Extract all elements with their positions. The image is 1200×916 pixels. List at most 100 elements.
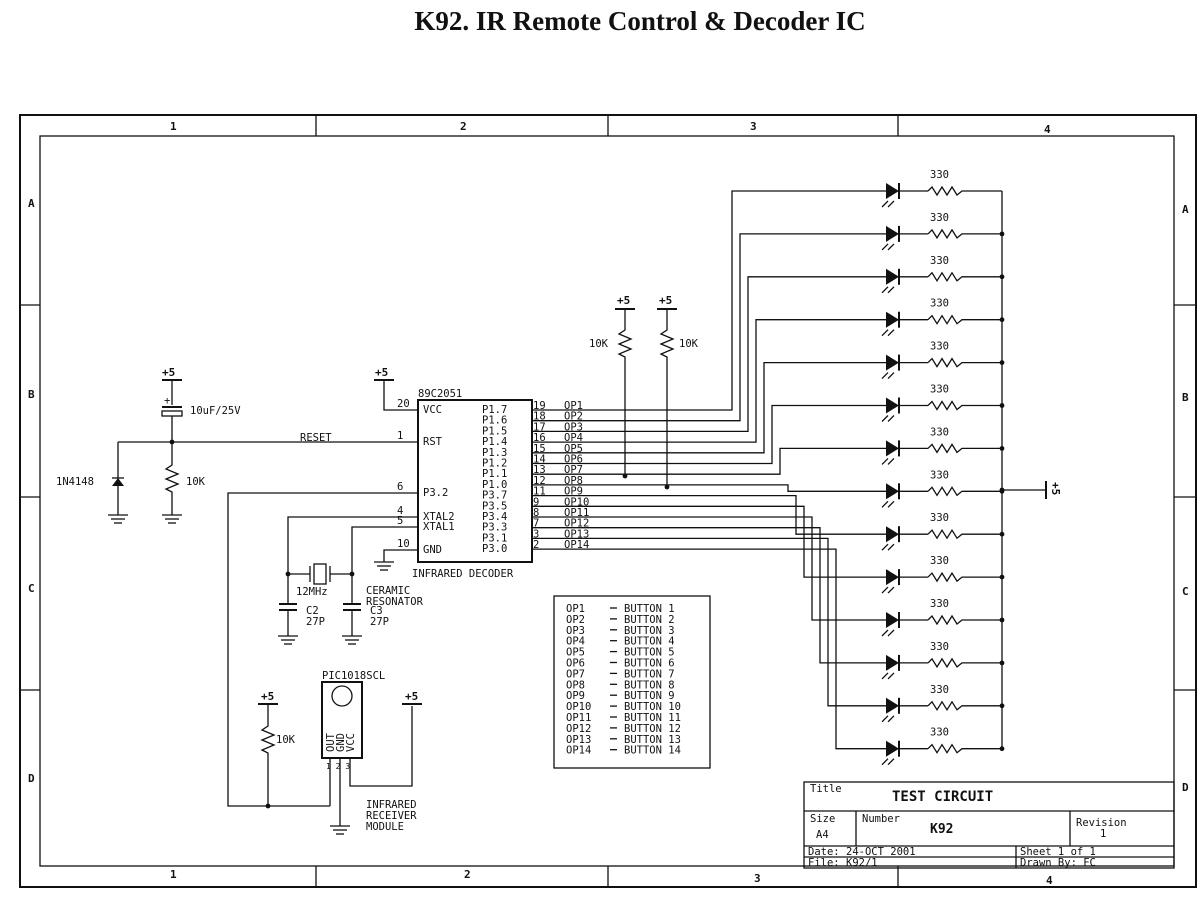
net-trace (532, 516, 886, 621)
led-channel: 330 (881, 341, 1005, 380)
number-value: K92 (930, 822, 953, 837)
led-resistor (927, 614, 1002, 626)
ic-pin-name: P1.2 (482, 458, 507, 470)
ic-pin-name: P3.5 (482, 500, 507, 512)
net-trace (532, 537, 886, 707)
ic-pin-name: P1.5 (482, 425, 507, 437)
net-trace (532, 190, 886, 411)
legend-button: BUTTON 11 (624, 712, 681, 724)
led-resistor (927, 657, 1002, 669)
receiver-pin-numbers: 1 2 3 (326, 762, 350, 771)
net-label: OP9 (564, 486, 583, 498)
col-label-3-bottom: 3 (754, 872, 761, 885)
ic-pin-number: 15 (533, 443, 546, 455)
receiver-part-label: PIC1018SCL (322, 670, 385, 682)
led-light-arrow (881, 457, 895, 465)
row-label-b: B (28, 388, 35, 401)
led-resistor-label: 330 (930, 255, 949, 267)
led-channel: 330 (881, 469, 1005, 508)
led-diode (886, 397, 899, 414)
led-diode (886, 569, 899, 586)
c3-value: 27P (370, 616, 389, 628)
led-light-arrow (881, 243, 895, 251)
led-channel: 330 (881, 212, 1005, 251)
legend-button: BUTTON 3 (624, 625, 675, 637)
net-trace (532, 233, 886, 422)
legend-button: BUTTON 7 (624, 668, 675, 680)
led-resistor-label: 330 (930, 384, 949, 396)
pullup1-label: 10K (589, 338, 609, 350)
row-label-c-right: C (1182, 585, 1189, 598)
led-resistor (927, 443, 1002, 454)
led-diode (886, 740, 899, 757)
crystal-circuit: 12MHz CERAMIC RESONATOR C2 27P C3 27P (278, 516, 424, 645)
led-channel: 330 (881, 598, 1005, 637)
led-channel: 330 (881, 555, 1005, 594)
ic-pin-name: GND (423, 544, 442, 556)
led-resistor (927, 486, 1002, 497)
col-label-4: 4 (1044, 123, 1051, 136)
ic-pin-number: 14 (533, 454, 546, 466)
reset-circuit: +5 + 10uF/25V RESET 10K 1N4148 +5 (56, 366, 418, 571)
row-label-a-right: A (1182, 203, 1189, 216)
legend-button: BUTTON 13 (624, 734, 681, 746)
revision-value: 1 (1100, 828, 1106, 840)
crystal-label: 12MHz (296, 586, 328, 598)
row-label-d-right: D (1182, 781, 1189, 794)
date-label: Date: (808, 846, 840, 858)
ic-part-number: 89C2051 (418, 388, 462, 400)
led-resistor-label: 330 (930, 727, 949, 739)
net-trace (532, 361, 886, 454)
ic-pin-number: 16 (533, 432, 546, 444)
ic-pin-number: 6 (397, 481, 403, 493)
net-trace (532, 548, 886, 750)
net-label: OP11 (564, 507, 589, 519)
drawn-by-value: Drawn By: FC (1020, 857, 1096, 869)
led-channel: 330 (881, 255, 1005, 294)
led-light-arrow (881, 329, 895, 337)
cap-polarity-mark: + (164, 395, 170, 407)
net-label: OP4 (564, 432, 583, 444)
col-label-4-bottom: 4 (1046, 874, 1053, 887)
net-label: OP14 (564, 539, 589, 551)
receiver-label-2: RECEIVER (366, 810, 417, 822)
led-light-arrow (881, 715, 895, 723)
ic-pin-number: 18 (533, 411, 546, 423)
net-label: OP12 (564, 518, 589, 530)
legend-net: OP7 (566, 668, 585, 680)
legend-button: BUTTON 4 (624, 636, 675, 648)
ic-pin-number: 8 (533, 507, 539, 519)
led-resistor-label: 330 (930, 341, 949, 353)
legend-net: OP14 (566, 745, 591, 757)
ic-pin-number: 7 (533, 518, 539, 530)
date-value: 24-OCT 2001 (846, 846, 916, 858)
led-resistor-label: 330 (930, 298, 949, 310)
title-label: Title (810, 783, 842, 795)
net-trace (532, 505, 886, 578)
legend-button: BUTTON 8 (624, 679, 675, 691)
vcc-label-ic: +5 (375, 366, 388, 379)
receiver-label-3: MODULE (366, 821, 404, 833)
page-title: K92. IR Remote Control & Decoder IC (414, 6, 866, 36)
led-resistor-label: 330 (930, 212, 949, 224)
net-trace (532, 447, 886, 475)
legend-net: OP3 (566, 625, 585, 637)
receiver-pin-vcc: VCC (345, 733, 357, 752)
led-diode (886, 268, 899, 285)
led-resistor (927, 528, 1002, 540)
resonator-label-2: RESONATOR (366, 596, 424, 608)
ic-pin-number: 12 (533, 475, 546, 487)
led-diode (886, 526, 899, 543)
led-resistor-label: 330 (930, 426, 949, 438)
net-label: OP8 (564, 475, 583, 487)
led-diode (886, 225, 899, 242)
vcc-label-pullup2: +5 (659, 294, 672, 307)
led-channel: 330 (881, 727, 1005, 766)
ic-pin-number: 11 (533, 486, 546, 498)
resonator-label-1: CERAMIC (366, 585, 410, 597)
ic-pin-name: P3.7 (482, 490, 507, 502)
led-channel: 330 (881, 298, 1005, 337)
led-diode (886, 697, 899, 714)
